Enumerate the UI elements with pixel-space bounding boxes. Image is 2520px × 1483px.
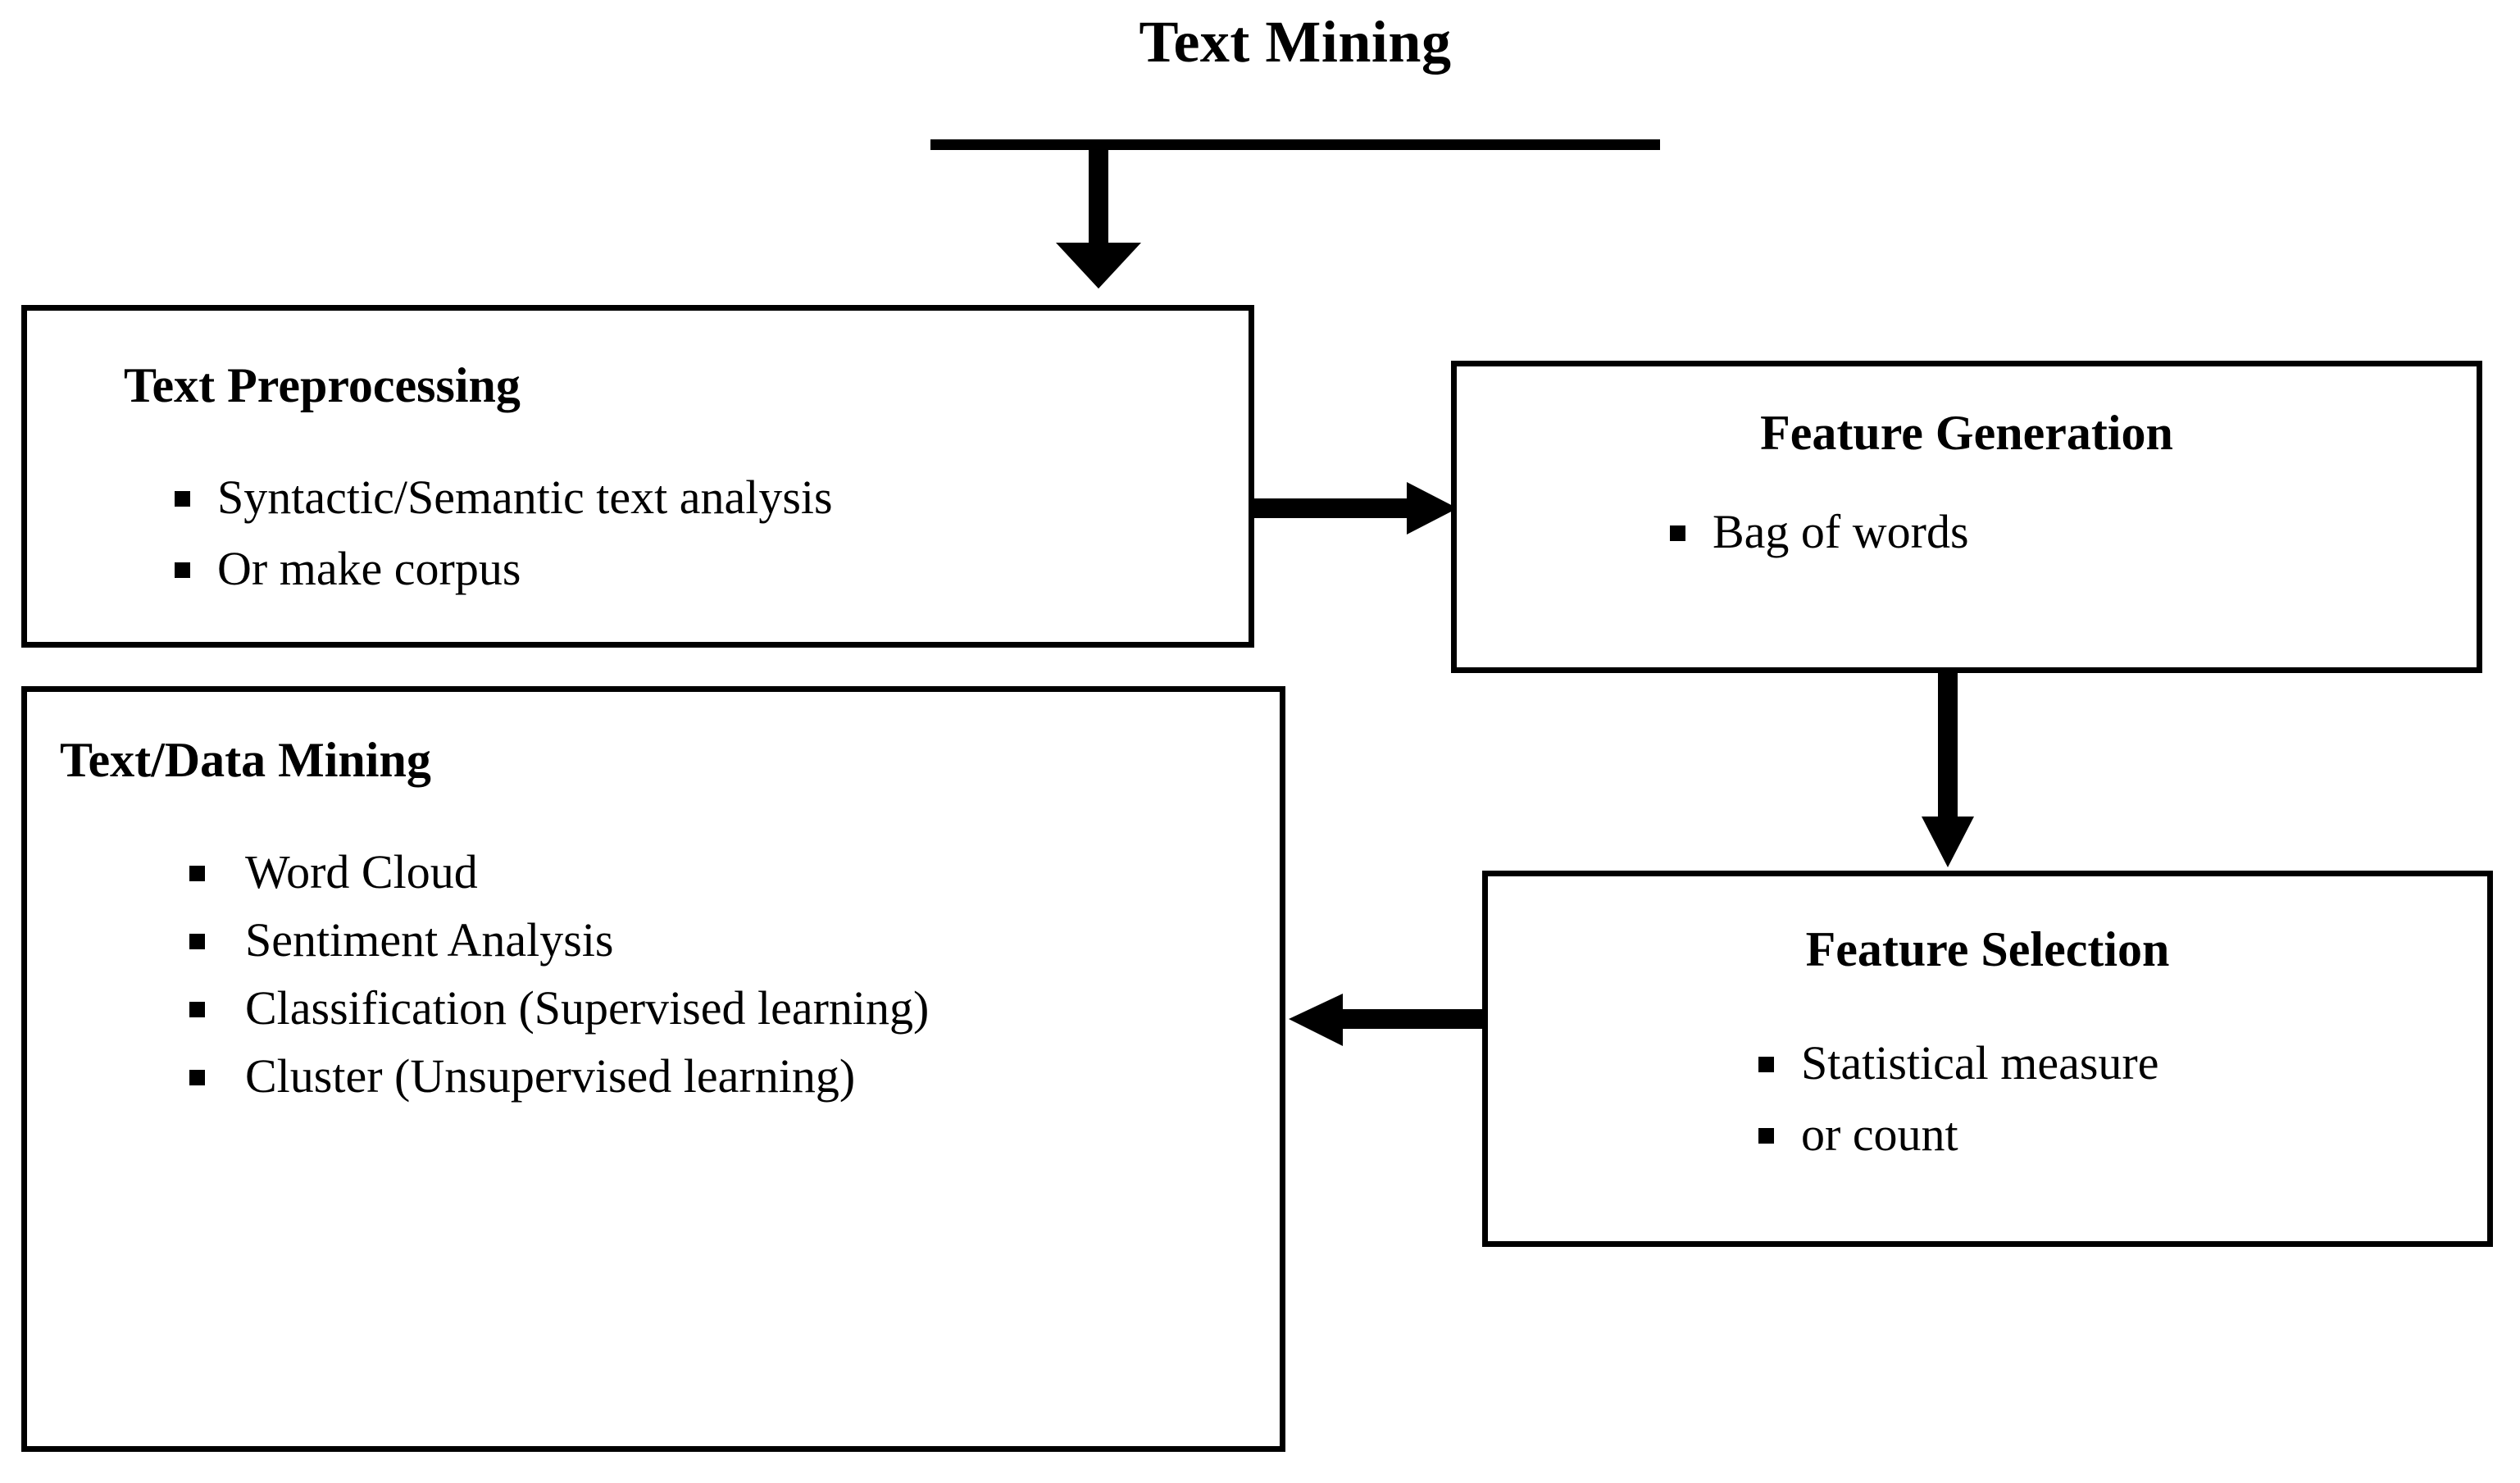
- list-item-label: Sentiment Analysis: [245, 912, 614, 967]
- list-item-label: Statistical measure: [1801, 1036, 2159, 1090]
- node-feature-generation[interactable]: Feature Generation Bag of words: [1451, 361, 2482, 673]
- list-item: or count: [1758, 1108, 2158, 1162]
- list-item: Word Cloud: [189, 845, 929, 899]
- bullet-list-feature-generation: Bag of words: [1670, 505, 1969, 577]
- connector-preprocessing-to-generation: [1250, 482, 1458, 535]
- list-item-label: Classification (Supervised learning): [245, 980, 930, 1035]
- square-bullet-icon: [1758, 1127, 1774, 1144]
- list-item: Statistical measure: [1758, 1036, 2159, 1090]
- page-title: Text Mining: [1139, 9, 1452, 75]
- connector-generation-to-selection: [1922, 668, 1974, 867]
- title-underline-rule: [930, 139, 1660, 150]
- node-title-text-preprocessing: Text Preprocessing: [124, 358, 521, 412]
- node-text-data-mining[interactable]: Text/Data Mining Word Cloud Sentiment An…: [21, 686, 1285, 1452]
- list-item: Cluster (Unsupervised learning): [189, 1049, 929, 1103]
- list-item-label: Cluster (Unsupervised learning): [245, 1049, 856, 1103]
- node-text-preprocessing[interactable]: Text Preprocessing Syntactic/Semantic te…: [21, 305, 1254, 648]
- list-item-label: Syntactic/Semantic text analysis: [217, 471, 833, 524]
- bullet-list-text-preprocessing: Syntactic/Semantic text analysis Or make…: [175, 471, 833, 614]
- square-bullet-icon: [175, 491, 190, 507]
- node-feature-selection[interactable]: Feature Selection Statistical measure or…: [1482, 871, 2493, 1247]
- list-item-label: or count: [1801, 1107, 1958, 1161]
- square-bullet-icon: [1670, 525, 1685, 541]
- square-bullet-icon: [175, 562, 190, 578]
- node-title-text-data-mining: Text/Data Mining: [60, 733, 431, 787]
- connector-title-to-text-preprocessing: [1056, 146, 1141, 289]
- connector-selection-to-mining: [1289, 994, 1487, 1046]
- bullet-list-feature-selection: Statistical measure or count: [1758, 1036, 2159, 1180]
- list-item: Classification (Supervised learning): [189, 980, 930, 1035]
- node-title-feature-selection: Feature Selection: [1805, 922, 2170, 976]
- square-bullet-icon: [189, 866, 205, 881]
- square-bullet-icon: [189, 1069, 205, 1085]
- list-item: Or make corpus: [175, 541, 833, 596]
- list-item: Sentiment Analysis: [189, 912, 929, 967]
- list-item: Bag of words: [1670, 505, 1969, 559]
- square-bullet-icon: [189, 933, 205, 949]
- square-bullet-icon: [1758, 1057, 1774, 1072]
- bullet-list-text-data-mining: Word Cloud Sentiment Analysis Classifica…: [189, 845, 930, 1118]
- list-item: Syntactic/Semantic text analysis: [175, 471, 833, 525]
- list-item-label: Word Cloud: [245, 845, 478, 898]
- node-title-feature-generation: Feature Generation: [1760, 406, 2173, 460]
- square-bullet-icon: [189, 1001, 205, 1017]
- list-item-label: Or make corpus: [217, 541, 521, 595]
- list-item-label: Bag of words: [1713, 505, 1969, 558]
